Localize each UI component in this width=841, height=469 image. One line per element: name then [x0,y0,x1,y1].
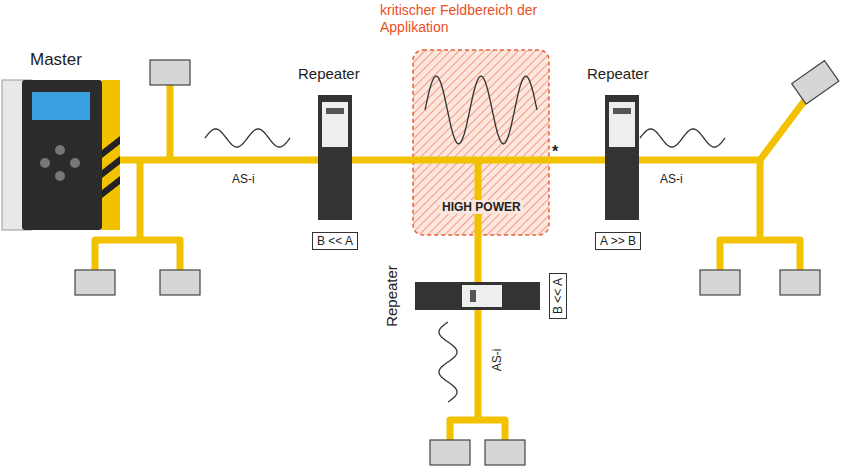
repeater-device [318,95,639,310]
footnote-mark: * [552,143,558,161]
direction-tag: B << A [549,273,567,319]
signal-wave [640,129,725,147]
area-title: kritischer Feldbereich der Applikation [380,2,550,36]
device-name: Repeater [298,65,360,82]
device-name: Master [30,50,82,70]
as-i-bus [95,85,805,440]
bus-label: AS-i [660,172,683,186]
repeater-node: RepeaterB << A [318,95,352,220]
bus-connector [475,235,482,282]
critical-region [413,50,549,235]
critical-area: kritischer Feldbereich der ApplikationHI… [413,50,549,235]
slave-module [75,60,839,465]
signal-wave [205,76,725,402]
bus-connector [352,157,413,164]
signal-wave [439,322,457,402]
bus-label: AS-i [232,172,255,186]
bus-label: AS-i [490,349,504,372]
bus-connector [120,157,318,164]
direction-tag: A >> B [595,232,641,250]
repeater-node: RepeaterA >> B [605,95,639,220]
signal-wave [205,129,290,147]
power-note: HIGH POWER [440,200,523,214]
master-device [2,80,120,230]
repeater-node: RepeaterB << A [415,282,540,310]
direction-tag: B << A [312,232,358,250]
device-name: Repeater [383,265,400,327]
signal-wave [425,76,537,144]
device-name: Repeater [587,65,649,82]
master-node: Master [2,80,120,230]
